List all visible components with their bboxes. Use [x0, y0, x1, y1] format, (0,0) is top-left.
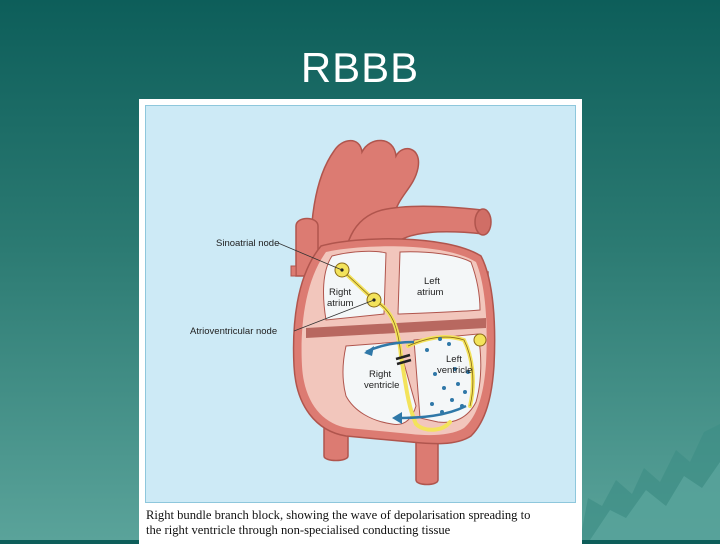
- caption-line-1: Right bundle branch block, showing the w…: [146, 508, 531, 522]
- label-right-ventricle-line1: Right: [369, 369, 392, 380]
- caption-line-2: the right ventricle through non-speciali…: [146, 523, 451, 537]
- right-atrium-chamber: [323, 250, 387, 321]
- label-left-ventricle-line2: ventricle: [437, 365, 472, 376]
- label-sinoatrial-node: Sinoatrial node: [216, 238, 279, 249]
- figure-caption: Right bundle branch block, showing the w…: [146, 508, 576, 538]
- slide-title: RBBB: [300, 44, 420, 91]
- label-left-atrium-line1: Left: [424, 276, 440, 287]
- label-left-ventricle-line1: Left: [446, 354, 462, 365]
- pulmonary-artery-end: [474, 208, 492, 236]
- figure-card: Sinoatrial node Atrioventricular node Ri…: [139, 99, 582, 544]
- bundle-block-marker: [395, 353, 412, 366]
- label-atrioventricular-node: Atrioventricular node: [190, 326, 277, 337]
- left-atrium-chamber: [397, 251, 481, 315]
- decorative-mountains: [580, 424, 720, 540]
- label-right-ventricle-line2: ventricle: [364, 380, 399, 391]
- left-bundle-end: [473, 333, 487, 347]
- depolarisation-dots: [425, 337, 470, 414]
- wave-arrowhead-lower: [392, 412, 402, 424]
- left-ventricle-chamber: [413, 333, 482, 423]
- heart-diagram-panel: Sinoatrial node Atrioventricular node Ri…: [145, 105, 576, 503]
- pulmonary-vein-right-1: [290, 265, 297, 277]
- wave-arrowhead-upper: [364, 346, 374, 356]
- heart-diagram: Sinoatrial node Atrioventricular node Ri…: [190, 139, 496, 486]
- label-left-atrium-line2: atrium: [417, 287, 443, 298]
- label-right-atrium-line2: atrium: [327, 298, 353, 309]
- label-right-atrium-line1: Right: [329, 287, 352, 298]
